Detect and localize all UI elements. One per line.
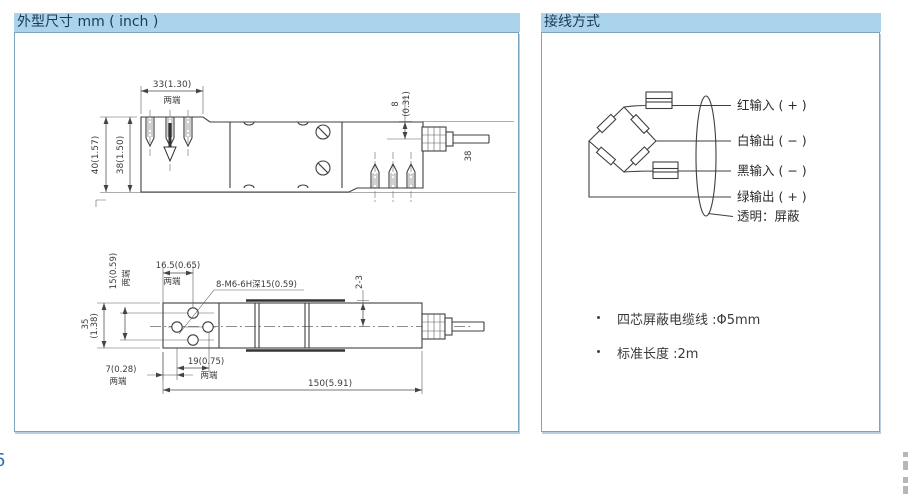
dimensions-panel bbox=[14, 32, 519, 432]
wire-labels: 红输入 ( + ) 白输出 ( − ) 黑输入 ( − ) 绿输出 ( + ) … bbox=[737, 98, 807, 224]
wire-label-shield: 透明：屏蔽 bbox=[737, 209, 800, 224]
edge-artifact bbox=[903, 486, 908, 494]
plan-cable-gland bbox=[421, 313, 485, 340]
dim-150-label: 150(5.91) bbox=[308, 379, 352, 389]
dim-35-label: 35 bbox=[81, 319, 91, 330]
dim-40-label: 40(1.57) bbox=[91, 136, 101, 175]
dim-15-label: 15(0.59) bbox=[109, 253, 119, 289]
strain-gauge-icon bbox=[629, 146, 651, 166]
edge-artifact bbox=[903, 452, 908, 457]
cable bbox=[453, 134, 490, 144]
dim-35-inch-label: (1.38) bbox=[90, 313, 100, 339]
page-number: 6 bbox=[0, 450, 5, 471]
plan-section-lines bbox=[218, 303, 310, 348]
wire-green bbox=[588, 141, 731, 198]
plan-view-dimensions: 15(0.59) 两端 16.5(0.65) 两端 2-3 19(0.75) 两… bbox=[81, 253, 423, 394]
thread-spec-label: 8-M6-6H深15(0.59) bbox=[216, 280, 297, 290]
wiring-panel bbox=[541, 32, 880, 432]
plan-view: 8-M6-6H深15(0.59) 15(0.59) 两端 16.5(0.65) … bbox=[81, 253, 485, 394]
loadcell-body-outline bbox=[140, 116, 424, 193]
mounting-holes bbox=[120, 266, 216, 346]
side-view-dimensions: 33(1.30) 两端 40(1.57) 38(1.50) 8 (0.31) 3… bbox=[91, 80, 474, 207]
note-cable-length-text: 标准长度 :2m bbox=[617, 347, 699, 362]
cable-gland bbox=[421, 126, 490, 152]
dimensions-panel-title: 外型尺寸 mm ( inch ) bbox=[14, 13, 520, 32]
dim-7-note: 两端 bbox=[109, 376, 127, 387]
thread-callout: 8-M6-6H深15(0.59) bbox=[178, 280, 304, 335]
plan-body-outline bbox=[162, 302, 423, 349]
wire-label-green-output: 绿输出 ( + ) bbox=[737, 189, 807, 204]
cable-sheath-ellipse bbox=[695, 95, 717, 217]
dim-38-label: 38(1.50) bbox=[116, 136, 126, 175]
strain-gauge-icon bbox=[595, 146, 617, 166]
cover-screws bbox=[315, 124, 331, 176]
edge-artifact bbox=[903, 477, 908, 483]
wire-label-red-input: 红输入 ( + ) bbox=[737, 98, 807, 113]
bullet-icon bbox=[597, 350, 600, 353]
side-view: 33(1.30) 两端 40(1.57) 38(1.50) 8 (0.31) 3… bbox=[91, 80, 516, 207]
datum-mark bbox=[95, 199, 106, 207]
compensation-resistor-icon bbox=[652, 161, 679, 170]
strain-gauge-icon bbox=[630, 113, 650, 135]
wiring-diagram: 红输入 ( + ) 白输出 ( − ) 黑输入 ( − ) 绿输出 ( + ) … bbox=[588, 91, 807, 224]
edge-artifact bbox=[903, 461, 908, 470]
wheatstone-bridge bbox=[588, 91, 679, 180]
dim-15-note: 两端 bbox=[121, 269, 132, 287]
plan-cable bbox=[452, 321, 485, 332]
wiring-panel-title: 接线方式 bbox=[541, 13, 881, 32]
dimension-drawing: 33(1.30) 两端 40(1.57) 38(1.50) 8 (0.31) 3… bbox=[81, 80, 516, 394]
dim-7-label: 7(0.28) bbox=[106, 365, 137, 375]
cable-notes: 四芯屏蔽电缆线 :Φ5mm 标准长度 :2m bbox=[597, 309, 867, 377]
dim-cable-38-label: 38 bbox=[464, 151, 474, 162]
dim-19-note: 两端 bbox=[200, 370, 218, 381]
screw-slot bbox=[317, 126, 329, 138]
bullet-icon bbox=[597, 316, 600, 319]
wire-label-black-input: 黑输入 ( − ) bbox=[737, 163, 807, 178]
dim-8-inch-label: (0.31) bbox=[402, 91, 412, 117]
compensation-resistor-icon bbox=[645, 101, 673, 110]
dim-16-5-note: 两端 bbox=[163, 276, 181, 287]
compensation-resistor-icon bbox=[652, 171, 679, 180]
note-cable-spec: 四芯屏蔽电缆线 :Φ5mm bbox=[597, 309, 867, 328]
screw-slot bbox=[317, 162, 329, 174]
wires bbox=[588, 104, 734, 218]
dim-2-3-label: 2-3 bbox=[355, 275, 365, 289]
dim-16-5-label: 16.5(0.65) bbox=[156, 261, 200, 271]
top-threaded-holes bbox=[145, 110, 193, 172]
cover-plate-edges bbox=[229, 122, 343, 188]
bottom-threaded-holes bbox=[370, 152, 416, 202]
plate-notches bbox=[243, 121, 309, 189]
dim-8-label: 8 bbox=[391, 101, 401, 106]
note-cable-spec-text: 四芯屏蔽电缆线 :Φ5mm bbox=[617, 313, 761, 328]
wire-label-white-output: 白输出 ( − ) bbox=[737, 133, 807, 148]
compensation-resistor-icon bbox=[645, 91, 673, 100]
wire-shield bbox=[707, 212, 734, 218]
dim-19-label: 19(0.75) bbox=[188, 357, 224, 367]
dim-33-note: 两端 bbox=[163, 95, 181, 106]
note-cable-length: 标准长度 :2m bbox=[597, 343, 867, 362]
load-direction-arrow-icon bbox=[163, 123, 177, 163]
strain-gauge-icon bbox=[596, 113, 617, 134]
cover-plate-top-edges bbox=[246, 299, 345, 352]
dim-33-label: 33(1.30) bbox=[153, 80, 192, 90]
bridge-diamond bbox=[588, 106, 657, 173]
